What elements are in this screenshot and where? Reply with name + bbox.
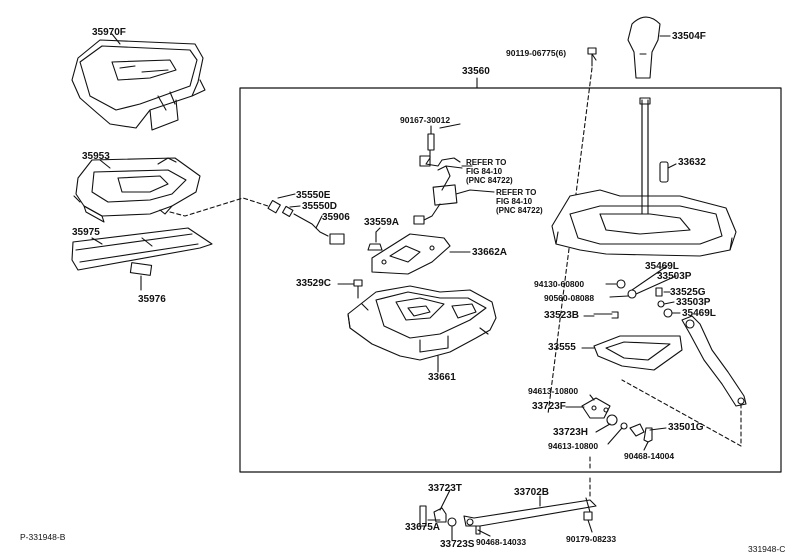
part-33559A-shape <box>367 243 383 251</box>
part-33661-shape <box>347 285 497 367</box>
label-35975: 35975 <box>72 227 100 238</box>
label-35550E: 35550E <box>296 190 331 201</box>
label-33525G: 33525G <box>670 287 706 298</box>
label-35469L-a: 35469L <box>645 261 679 272</box>
label-94613-10800-a: 94613-10800 <box>528 386 579 396</box>
label-35976: 35976 <box>138 294 166 305</box>
part-35975-shape <box>71 227 213 271</box>
label-90179-08233: 90179-08233 <box>566 534 617 544</box>
part-33501G-shape <box>629 423 645 437</box>
label-33632: 33632 <box>678 157 706 168</box>
label-35906: 35906 <box>322 212 350 223</box>
label-33675A: 33675A <box>405 522 441 533</box>
label-33504F: 33504F <box>672 31 706 42</box>
footer-right-code: 331948-C <box>748 544 786 554</box>
part-33503P-a-shape <box>627 289 637 299</box>
part-35469L-b-shape <box>663 308 673 318</box>
part-33525G-shape <box>655 287 663 297</box>
part-90179-shape <box>583 511 593 521</box>
label-33661: 33661 <box>428 372 456 383</box>
part-33504F-shape <box>627 16 671 79</box>
footer-left-code: P-331948-B <box>20 532 66 542</box>
part-35970F-shape <box>71 39 206 131</box>
part-35469L-a-shape <box>616 279 626 289</box>
label-33662A: 33662A <box>472 247 508 258</box>
part-35976-shape <box>129 262 153 276</box>
part-94613-b-shape <box>620 422 628 430</box>
part-90468-14004-shape <box>643 427 653 443</box>
part-35953-shape <box>73 157 201 223</box>
label-90119-06775: 90119-06775(6) <box>506 48 567 58</box>
label-33501G: 33501G <box>668 422 704 433</box>
label-33503P-b: 33503P <box>676 297 711 308</box>
part-33555-shape <box>593 335 683 371</box>
label-94613-10800-b: 94613-10800 <box>548 441 599 451</box>
label-90468-14004: 90468-14004 <box>624 451 675 461</box>
part-33675A-shape <box>419 505 427 527</box>
part-33523B-shape <box>593 311 619 319</box>
part-33723H-shape <box>606 414 618 426</box>
part-lever-housing-shape <box>551 103 737 257</box>
label-33503P-a: 33503P <box>657 271 692 282</box>
label-35953: 35953 <box>82 151 110 162</box>
label-33723T: 33723T <box>428 483 462 494</box>
label-35550D: 35550D <box>302 201 338 212</box>
part-90468-14033-shape <box>475 525 481 535</box>
label-94130-60800: 94130-60800 <box>534 279 585 289</box>
refer-note-1: REFER TO FIG 84-10 (PNC 84722) <box>466 158 513 185</box>
part-90119-shape <box>587 47 597 67</box>
part-35550-shape <box>267 193 345 245</box>
label-33523B: 33523B <box>544 310 580 321</box>
part-33702B-shape <box>463 497 597 527</box>
label-33702B: 33702B <box>514 487 550 498</box>
label-33723S: 33723S <box>440 539 475 550</box>
part-33723S-shape <box>447 517 457 527</box>
label-33560: 33560 <box>462 66 490 77</box>
part-33632-shape <box>659 161 669 183</box>
part-90167-shape <box>413 125 495 225</box>
right-lever-arm-shape <box>681 315 747 407</box>
label-35469L-b: 35469L <box>682 308 716 319</box>
label-33555: 33555 <box>548 342 576 353</box>
label-33723H: 33723H <box>553 427 589 438</box>
part-33662A-shape <box>371 233 471 275</box>
part-33723F-shape <box>581 397 611 419</box>
assembly-box-33560 <box>239 87 782 473</box>
part-33529C-shape <box>353 279 363 299</box>
label-90167-30012: 90167-30012 <box>400 115 451 125</box>
label-33529C: 33529C <box>296 278 332 289</box>
label-35970F: 35970F <box>92 27 126 38</box>
label-90560-08088: 90560-08088 <box>544 293 595 303</box>
refer-note-2: REFER TO FIG 84-10 (PNC 84722) <box>496 188 543 215</box>
label-90468-14033: 90468-14033 <box>476 537 527 547</box>
label-33559A: 33559A <box>364 217 400 228</box>
label-33723F: 33723F <box>532 401 566 412</box>
part-33503P-b-shape <box>657 300 665 308</box>
